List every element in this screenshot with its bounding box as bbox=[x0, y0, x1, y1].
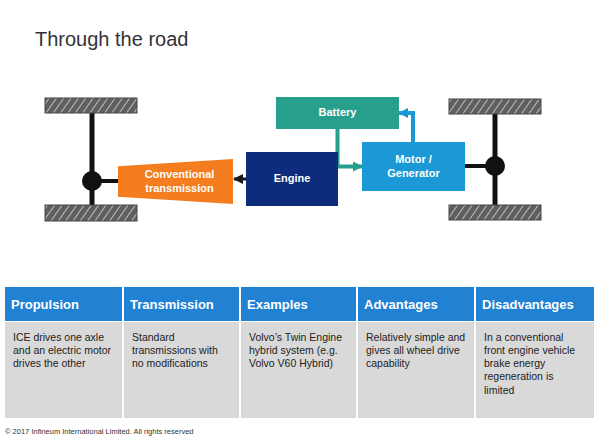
wheel bbox=[449, 205, 541, 220]
table-cell: Standard transmissions with no modificat… bbox=[124, 322, 239, 418]
engine-box: Engine bbox=[246, 152, 338, 206]
table-cell-text: Relatively simple and gives all wheel dr… bbox=[366, 331, 466, 370]
flow-arrow bbox=[338, 129, 363, 167]
drive-shaft bbox=[92, 179, 121, 183]
copyright-note-text: © 2017 Infineum International Limited. A… bbox=[5, 427, 194, 436]
motor-generator-box: Motor / Generator bbox=[362, 142, 465, 191]
node-label: Conventional transmission bbox=[132, 168, 227, 196]
table-header: Disadvantages bbox=[476, 287, 594, 321]
table-header: Propulsion bbox=[5, 287, 122, 321]
flow-arrow bbox=[399, 113, 413, 142]
transmission-shape bbox=[118, 159, 233, 204]
node-label: Motor / Generator bbox=[370, 153, 457, 181]
front-axle bbox=[90, 110, 95, 212]
node-label: Engine bbox=[274, 172, 311, 186]
table-cell: ICE drives one axle and an electric moto… bbox=[5, 322, 122, 418]
table-cell: Relatively simple and gives all wheel dr… bbox=[358, 322, 474, 418]
table-header-text: Advantages bbox=[364, 297, 438, 312]
table-header-text: Disadvantages bbox=[482, 297, 574, 312]
node-label: Battery bbox=[319, 106, 357, 120]
wheel bbox=[449, 99, 541, 114]
copyright-note: © 2017 Infineum International Limited. A… bbox=[5, 427, 194, 436]
wheel bbox=[45, 98, 137, 113]
table-cell-text: In a conventional front engine vehicle b… bbox=[484, 331, 586, 397]
table-cell-text: ICE drives one axle and an electric moto… bbox=[13, 331, 114, 370]
table-header-text: Examples bbox=[247, 297, 308, 312]
table-cell: In a conventional front engine vehicle b… bbox=[476, 322, 594, 418]
wheel bbox=[45, 205, 137, 221]
table-header: Advantages bbox=[358, 287, 474, 321]
table-cell-text: Standard transmissions with no modificat… bbox=[132, 331, 231, 370]
table-cell: Volvo’s Twin Engine hybrid system (e.g. … bbox=[241, 322, 356, 418]
table-header: Transmission bbox=[124, 287, 239, 321]
table-cell-text: Volvo’s Twin Engine hybrid system (e.g. … bbox=[249, 331, 348, 370]
battery-box: Battery bbox=[276, 97, 399, 129]
table-header: Examples bbox=[241, 287, 356, 321]
table-header-text: Propulsion bbox=[11, 297, 79, 312]
flow-arrow bbox=[234, 178, 246, 181]
table-header-text: Transmission bbox=[130, 297, 214, 312]
differential bbox=[485, 156, 505, 176]
transmission-box: Conventional transmission bbox=[118, 159, 233, 204]
slide-title: Through the road bbox=[35, 28, 188, 51]
